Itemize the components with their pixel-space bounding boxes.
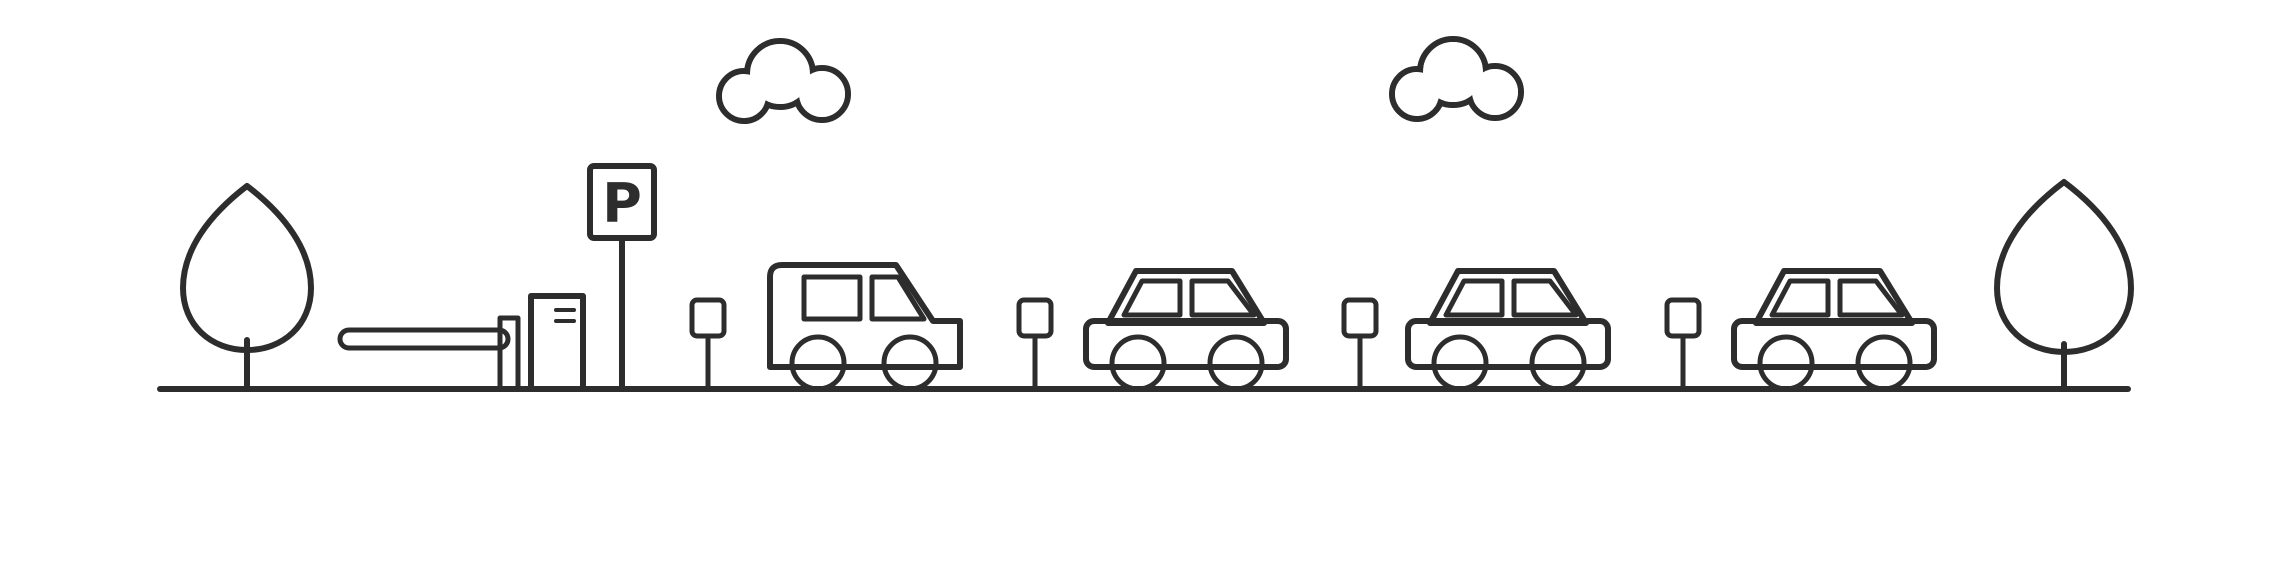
car-red-sedan [1731, 268, 1937, 392]
parking-meter [1341, 297, 1379, 392]
car-wheel-rear [1109, 334, 1167, 392]
car-window-front [1511, 278, 1579, 318]
car-cabin [1753, 268, 1915, 326]
parking-meter [1664, 297, 1702, 392]
cloud-puff-fill [750, 44, 810, 104]
barrier-post [497, 315, 521, 392]
tree-foliage [180, 183, 314, 353]
barrier-arm [337, 327, 511, 351]
car-wheel-front [1207, 334, 1265, 392]
parking-meter [689, 297, 727, 392]
meter-head [689, 297, 727, 339]
meter-head [1016, 297, 1054, 339]
car-wheel-rear [1431, 334, 1489, 392]
car-window-front [1837, 278, 1905, 318]
car-orange-sedan [1083, 268, 1289, 392]
parking-sign: P [587, 163, 657, 392]
tree-left [180, 183, 314, 392]
car-window-front [1189, 278, 1257, 318]
tree-foliage [1994, 179, 2134, 355]
cloud [1389, 36, 1524, 122]
car-window-rear [1769, 278, 1831, 318]
car-wheel-front [1855, 334, 1913, 392]
sign-plate [587, 163, 657, 241]
ticket-machine [528, 293, 586, 392]
car-gray-minivan [767, 262, 963, 392]
car-window-rear [1121, 278, 1183, 318]
car-body [767, 262, 963, 370]
meter-head [1341, 297, 1379, 339]
car-window-front [869, 274, 927, 322]
car-window-rear [801, 274, 863, 322]
barrier-gate [337, 315, 521, 392]
car-cabin [1105, 268, 1267, 326]
cloud [716, 38, 851, 124]
car-wheel-rear [1757, 334, 1815, 392]
ticket-machine-body [528, 293, 586, 392]
parking-meter [1016, 297, 1054, 392]
cloud-puff-fill [1423, 42, 1483, 102]
cloud-puff-fill [1472, 69, 1518, 115]
car-wheel-front [881, 334, 939, 392]
car-wheel-front [1529, 334, 1587, 392]
car-cabin [1427, 268, 1589, 326]
cloud-puff-fill [799, 71, 845, 117]
sign-letter: P [602, 172, 642, 235]
meter-head [1664, 297, 1702, 339]
tree-right [1994, 179, 2134, 392]
car-window-rear [1443, 278, 1505, 318]
car-wheel-rear [789, 334, 847, 392]
car-pink-sedan [1405, 268, 1611, 392]
